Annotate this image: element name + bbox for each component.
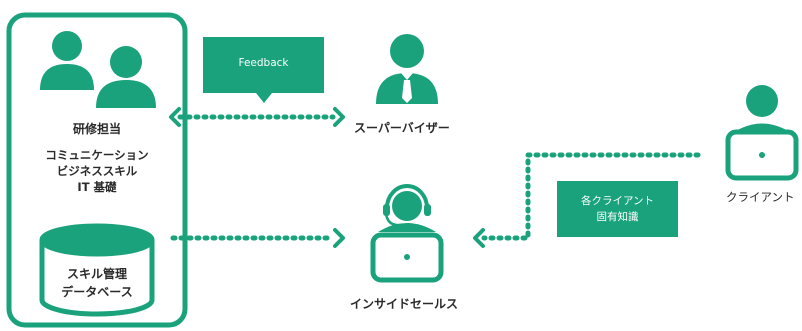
skills-line-it: IT 基礎 [77, 180, 117, 194]
feedback-callout: Feedback [203, 37, 324, 93]
trainer-label: 研修担当 [72, 122, 121, 136]
feedback-connector [169, 107, 345, 127]
headset-operator-icon [370, 184, 444, 283]
client-callout-line1: 各クライアント [580, 195, 655, 207]
laptop-user-icon [725, 85, 799, 181]
client-callout-line2: 固有知識 [596, 211, 639, 223]
supervisor-label: スーパーバイザー [354, 121, 450, 135]
database-label-line2: データベース [61, 285, 133, 299]
supervisor-icon [376, 34, 438, 104]
skills-line-business: ビジネススキル [56, 164, 138, 178]
feedback-callout-pointer [256, 93, 272, 103]
database-label: スキル管理 データベース [42, 265, 152, 301]
database-connector [170, 228, 345, 248]
inside-sales-label: インサイドセールス [350, 297, 459, 311]
client-knowledge-callout: 各クライアント 固有知識 [557, 181, 678, 237]
database-label-line1: スキル管理 [66, 267, 127, 281]
skills-list: コミュニケーション ビジネススキル IT 基礎 [20, 147, 174, 195]
database-icon [39, 223, 155, 317]
people-icon [40, 31, 156, 108]
client-connector [473, 152, 701, 248]
client-label: クライアント [726, 190, 795, 204]
skills-line-communication: コミュニケーション [45, 148, 149, 162]
left-panel-frame [6, 12, 188, 328]
